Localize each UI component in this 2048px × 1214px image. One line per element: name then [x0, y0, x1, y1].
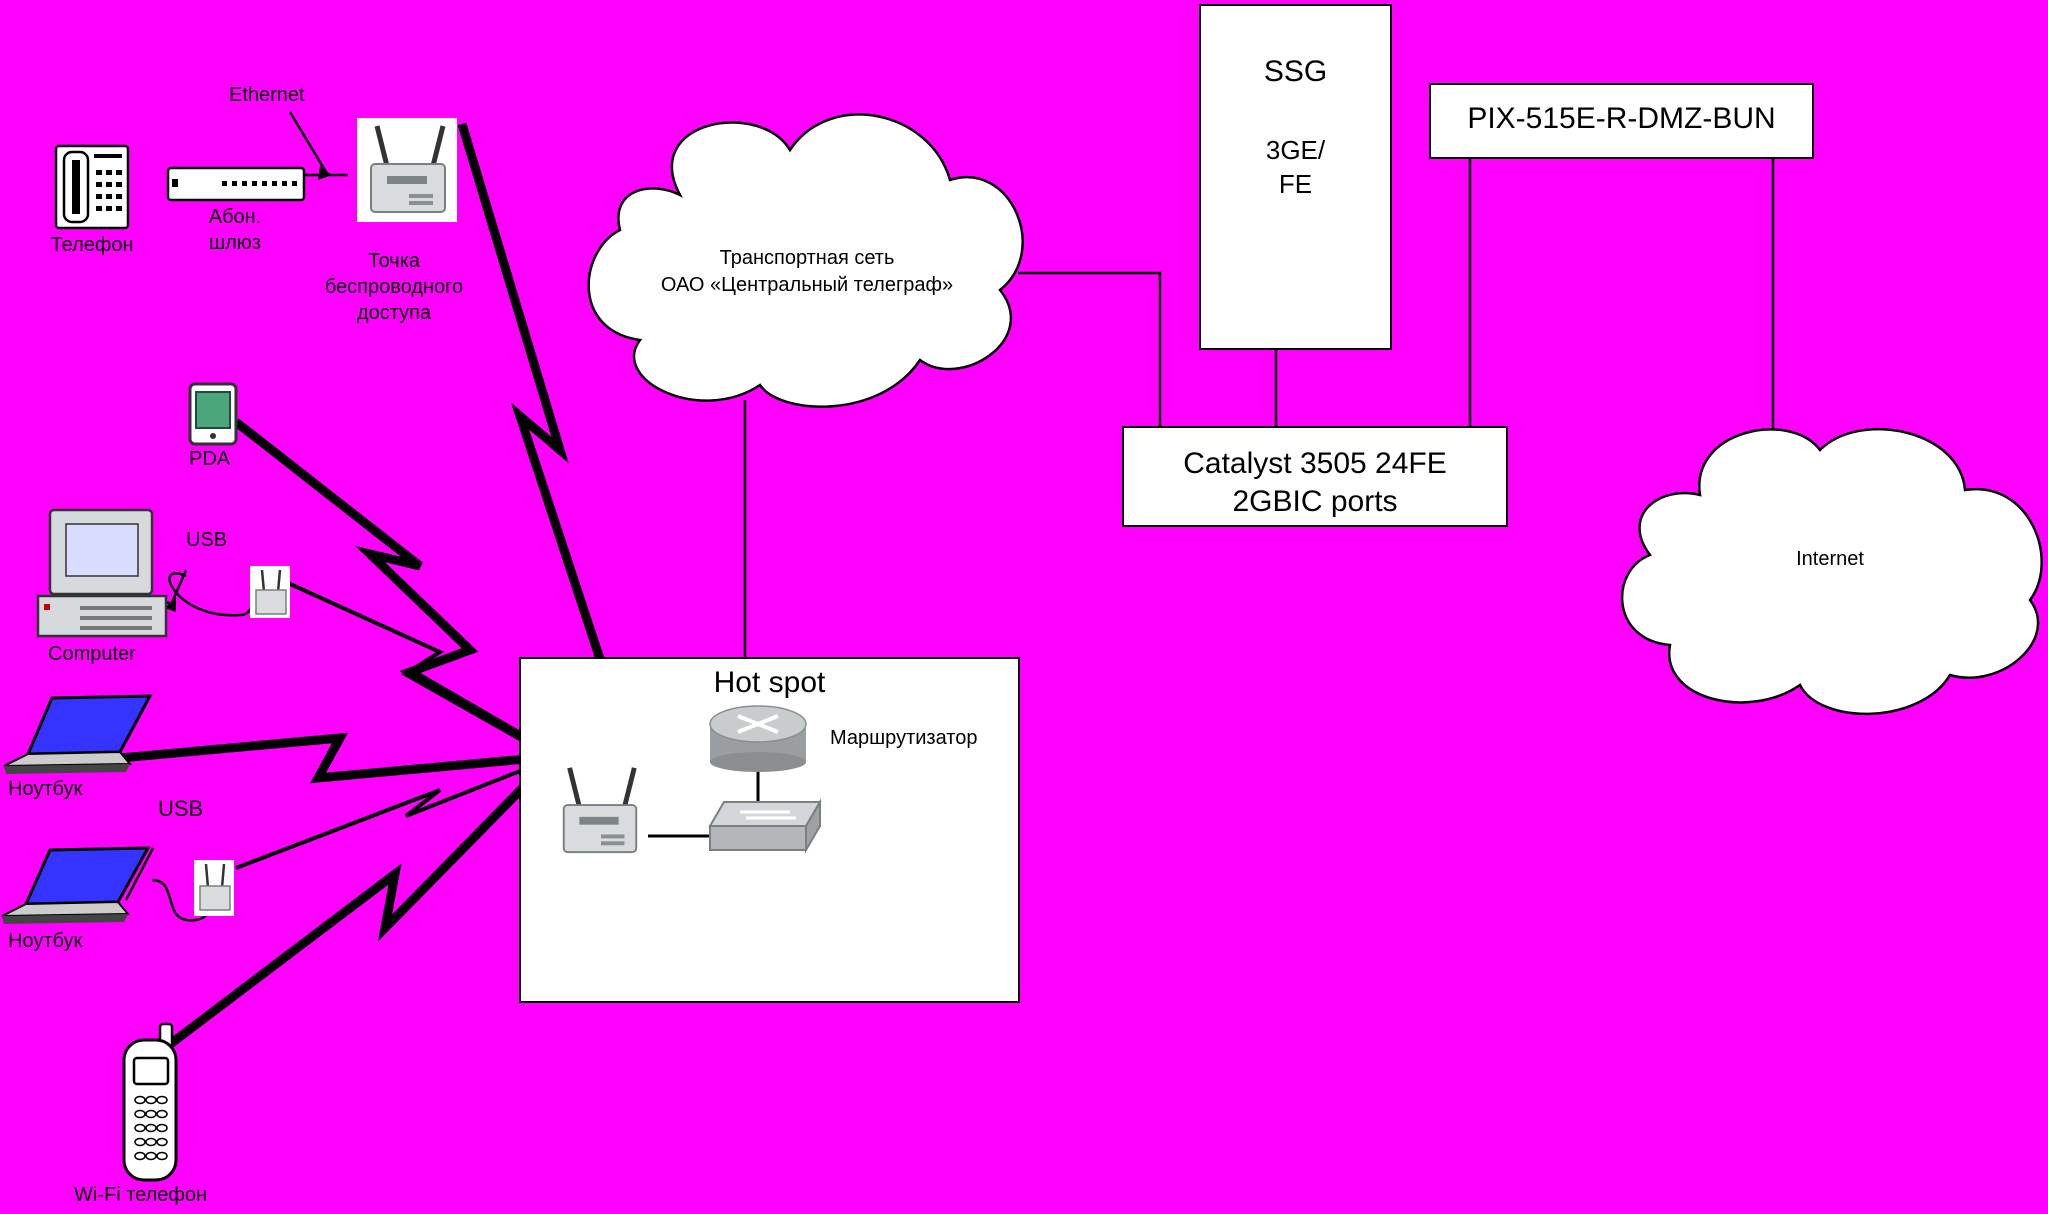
wireless-link-computer — [287, 581, 549, 757]
access-point-icon — [550, 760, 648, 862]
wifi-phone-label: Wi-Fi телефон — [74, 1184, 208, 1206]
pda-icon — [188, 382, 238, 446]
wireless-link-wifi-phone — [162, 758, 552, 1052]
computer-usb-label: USB — [186, 529, 228, 551]
usb-wireless-adapter-icon — [194, 860, 234, 916]
hotspot-title: Hot spot — [713, 666, 826, 699]
gateway-label-2: шлюз — [209, 232, 261, 254]
phone-label: Телефон — [50, 234, 134, 256]
pix-firewall-box: PIX-515E-R-DMZ-BUN — [1429, 83, 1814, 159]
router-icon — [709, 705, 807, 772]
mobile-phone-icon — [122, 1022, 178, 1182]
laptop-icon — [3, 694, 153, 774]
ssg-title: SSG — [1263, 55, 1328, 88]
computer-label: Computer — [48, 643, 136, 665]
internet-label: Internet — [1796, 548, 1864, 570]
desktop-computer-icon — [36, 508, 168, 638]
catalyst-line2: 2GBIC ports — [1232, 485, 1398, 518]
catalyst-switch-box: Catalyst 3505 24FE 2GBIC ports — [1122, 426, 1508, 527]
transport-network-label-2: ОАО «Центральный телеграф» — [660, 274, 954, 296]
access-point-label-1: Точка — [367, 250, 421, 272]
transport-network-label-1: Транспортная сеть — [719, 247, 895, 269]
laptop2-label: Ноутбук — [8, 930, 83, 952]
wireless-link-laptop1 — [119, 732, 549, 784]
usb-wireless-adapter-icon — [250, 566, 290, 618]
switch-icon — [708, 798, 822, 854]
transport-network-cloud — [587, 113, 1024, 408]
wireless-link-laptop2 — [235, 758, 549, 870]
wireless-link-pda — [233, 418, 551, 756]
gateway-icon — [166, 166, 306, 202]
internet-cloud — [1620, 428, 2043, 716]
laptop-icon — [1, 846, 151, 924]
desk-phone-icon — [54, 144, 130, 230]
pix-label: PIX-515E-R-DMZ-BUN — [1467, 102, 1776, 135]
ssg-line2: FE — [1278, 169, 1313, 199]
ethernet-label: Ethernet — [229, 84, 305, 106]
ssg-box: SSG 3GE/ FE — [1199, 4, 1392, 350]
laptop2-usb-label: USB — [158, 796, 204, 821]
access-point-label-3: доступа — [356, 302, 432, 324]
router-label: Маршрутизатор — [830, 727, 978, 749]
ssg-line1: 3GE/ — [1265, 135, 1326, 165]
access-point-label-2: беспроводного — [324, 276, 464, 298]
catalyst-line1: Catalyst 3505 24FE — [1183, 447, 1447, 480]
laptop1-label: Ноутбук — [8, 778, 83, 800]
pda-label: PDA — [189, 448, 231, 470]
gateway-label-1: Абон. — [208, 206, 262, 228]
